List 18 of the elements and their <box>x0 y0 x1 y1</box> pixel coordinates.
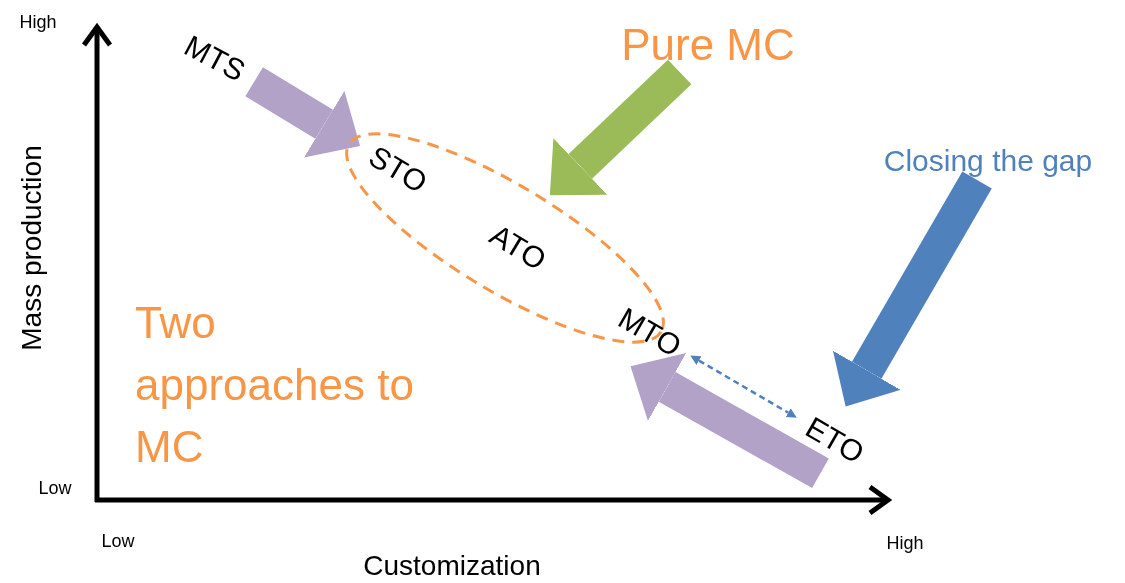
annotation-text: Closing the gap <box>883 143 1093 177</box>
strategy-label: MTS <box>179 28 251 88</box>
block-arrow <box>245 67 361 158</box>
axis-tick-label: Low <box>38 477 72 499</box>
axis-title: Customization <box>363 550 541 582</box>
strategy-label: ETO <box>800 410 870 470</box>
axis-title: Mass production <box>16 145 48 351</box>
axis-tick-label: Low <box>101 530 135 552</box>
block-arrow <box>832 171 992 407</box>
annotation-text: Two approaches to MC <box>135 292 425 478</box>
block-arrow <box>549 59 692 196</box>
strategy-label: MTO <box>613 301 687 363</box>
strategy-label: STO <box>363 139 433 200</box>
heading-text: Pure MC <box>621 20 795 70</box>
axis-tick-label: High <box>886 532 924 554</box>
double-arrow <box>690 355 797 418</box>
axis-tick-label: High <box>19 11 57 33</box>
strategy-label: ATO <box>484 217 552 277</box>
